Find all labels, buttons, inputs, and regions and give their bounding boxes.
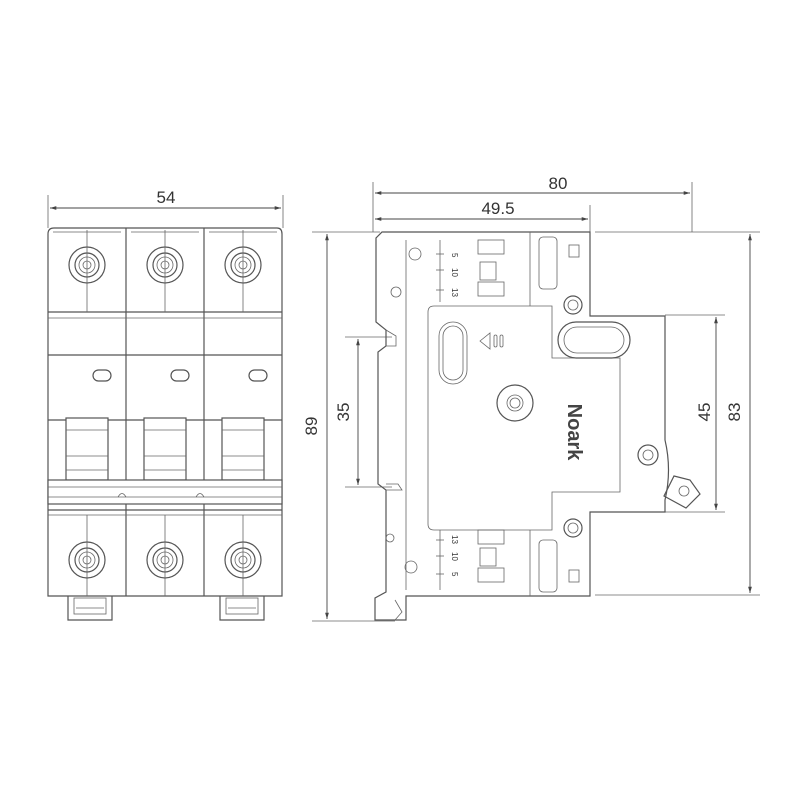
dimension-front-width-label: 54 — [157, 188, 176, 207]
side-body-outline — [374, 231, 670, 621]
dimension-height-total: 89 — [302, 231, 395, 622]
scale-top-10: 10 — [450, 268, 459, 277]
toggle-lever-1 — [65, 417, 109, 481]
din-clip-right — [219, 596, 265, 621]
scale-bottom-5: 5 — [450, 572, 459, 577]
scale-bottom-10: 10 — [450, 552, 459, 561]
dimension-height-total-label: 89 — [302, 417, 321, 436]
din-clip-left — [67, 596, 113, 621]
terminal-clamp-top: 5 10 13 — [436, 239, 505, 302]
terminal-clamp-bottom: 13 10 5 — [436, 529, 505, 590]
toggle-lever-3 — [221, 417, 265, 481]
dimension-rail-height: 35 — [334, 336, 392, 488]
terminal-screw-top-2 — [146, 230, 184, 312]
dimension-front-width: 54 — [47, 188, 284, 228]
side-view: 80 49.5 89 35 45 — [302, 174, 760, 622]
dimension-depth-total: 80 — [372, 174, 693, 232]
scale-top-13: 13 — [450, 288, 459, 297]
terminal-screw-top-1 — [68, 230, 106, 312]
dimension-rail-height-label: 35 — [334, 403, 353, 422]
scale-top-5: 5 — [450, 253, 459, 258]
toggle-lever-2 — [143, 417, 187, 481]
terminal-screw-top-3 — [224, 230, 262, 312]
terminal-screw-bottom-3 — [224, 515, 262, 596]
dimension-depth-total-label: 80 — [549, 174, 568, 193]
dimension-height-face-label: 45 — [695, 403, 714, 422]
handle-tie-bar — [47, 479, 283, 505]
terminal-screw-bottom-2 — [146, 515, 184, 596]
front-view: 54 — [47, 188, 284, 621]
dimension-height-face: 45 — [665, 314, 725, 513]
dimension-height-body-label: 83 — [725, 403, 744, 422]
dimension-depth-front: 49.5 — [375, 199, 591, 232]
terminal-screw-bottom-1 — [68, 515, 106, 596]
brand-logo-text: Noark — [563, 404, 585, 462]
dimension-height-body: 83 — [595, 231, 760, 596]
dimension-depth-front-label: 49.5 — [481, 199, 514, 218]
scale-bottom-13: 13 — [450, 535, 459, 544]
